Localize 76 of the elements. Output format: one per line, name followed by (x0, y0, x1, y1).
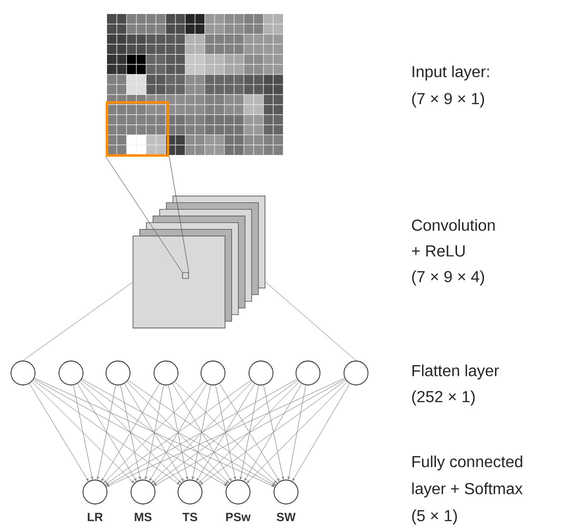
connector-line (196, 383, 255, 481)
connector-line (154, 378, 346, 486)
connector-line (263, 384, 284, 480)
connector-line (219, 383, 280, 482)
connector-line (126, 382, 229, 484)
layer-label: (5 × 1) (412, 510, 457, 524)
connector-line (240, 384, 259, 480)
connector-line (105, 380, 252, 485)
connector-line (77, 383, 136, 482)
connector-line (29, 383, 88, 482)
connector-line (198, 382, 300, 483)
connector-line (80, 382, 181, 483)
neuron-circle (296, 360, 320, 386)
connector-line (106, 378, 345, 487)
neuron-circle (178, 480, 202, 504)
highlight-box (106, 101, 170, 157)
connector-line (124, 383, 184, 482)
connector-line (168, 384, 188, 480)
layer-label: Convolution (412, 219, 495, 231)
connector-line (144, 384, 164, 480)
layer-label: Fully connected (412, 456, 522, 470)
output-label: MS (134, 512, 152, 522)
connector-line (200, 380, 346, 485)
connector-line (34, 378, 274, 487)
connector-line (244, 383, 302, 481)
layer-label: + ReLU (412, 245, 465, 257)
neuron-circle (226, 480, 250, 504)
input-grid-drawing (106, 14, 284, 156)
connector-line (82, 378, 275, 486)
output-label: TS (182, 512, 198, 522)
layer-label: (252 × 1) (412, 390, 475, 406)
layer-label: layer + Softmax (412, 482, 523, 498)
feature-map-stack-drawing (132, 196, 266, 328)
connector-line (169, 156, 190, 272)
connector-line (288, 384, 306, 480)
neuron-circle (274, 480, 298, 504)
output-label: LR (88, 512, 103, 522)
connector-line (246, 382, 348, 483)
connector-line (73, 384, 94, 480)
neuron-circle (106, 360, 130, 386)
layer-label: (7 × 9 × 4) (412, 270, 484, 286)
output-label: PSw (226, 512, 251, 522)
neuron-circle (344, 360, 368, 386)
layer-label: (7 × 9 × 1) (412, 92, 484, 108)
connector-line (104, 382, 204, 483)
connector-line (264, 282, 356, 361)
layer-label: Input layer: (412, 66, 489, 80)
connector-line (32, 382, 134, 484)
connector-line (172, 383, 232, 482)
connector-line (128, 380, 276, 485)
kernel-square (182, 272, 189, 279)
connector-line (96, 384, 116, 480)
connector-line (22, 282, 134, 361)
connector-line (153, 380, 298, 485)
connector-line (106, 156, 182, 272)
neuron-circle (58, 360, 84, 386)
neuron-circle (154, 360, 178, 386)
connector-line (34, 378, 227, 486)
neuron-circle (10, 360, 36, 386)
connector-line (106, 378, 298, 486)
connector-line (32, 380, 180, 485)
layer-label: Flatten layer (412, 364, 499, 380)
connector-line (80, 380, 228, 485)
connector-line (292, 383, 350, 481)
connector-line (149, 383, 207, 481)
connector-line (152, 382, 252, 483)
connector-line (101, 383, 160, 481)
connector-line (192, 384, 211, 480)
connector-line (120, 384, 142, 480)
neuron-circle (82, 480, 108, 504)
neuron-circle (130, 480, 156, 504)
neuron-circle (200, 360, 226, 386)
connector-line (215, 384, 236, 480)
neuron-circle (248, 360, 274, 386)
output-label: SW (276, 512, 296, 522)
connector-line (174, 382, 277, 484)
